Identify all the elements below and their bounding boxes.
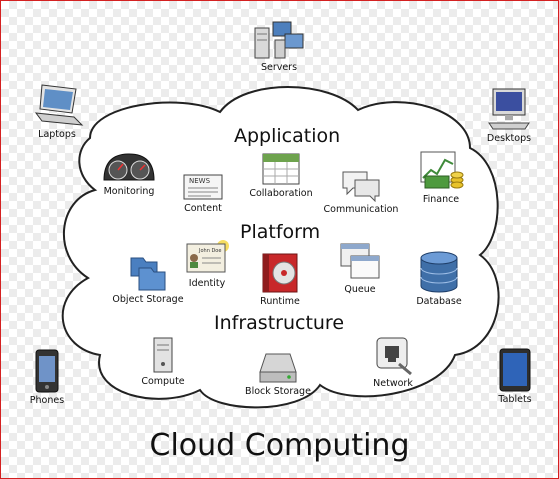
servers-label: Servers — [260, 62, 298, 73]
layer-title-platform: Platform — [240, 221, 321, 243]
chat-bubbles-icon — [342, 171, 380, 202]
layer-title-infrastructure: Infrastructure — [214, 312, 345, 334]
tablets-label: Tablets — [498, 394, 532, 405]
object-storage-node: Object Storage — [110, 252, 186, 305]
finance-label: Finance — [422, 194, 460, 205]
block-storage-node: Block Storage — [240, 350, 316, 397]
communication-label: Communication — [323, 204, 399, 215]
collaboration-label: Collaboration — [249, 188, 313, 199]
compute-node: Compute — [134, 336, 192, 387]
id-card-icon: John Doe — [186, 240, 229, 273]
identity-label: Identity — [188, 278, 226, 289]
monitoring-node: Monitoring — [96, 150, 162, 197]
database-label: Database — [416, 296, 462, 307]
newspaper-masthead: NEWS — [189, 177, 211, 185]
communication-node: Communication — [322, 168, 400, 215]
desktops-node: Desktops — [476, 87, 542, 144]
laptop-icon — [34, 84, 84, 126]
network-jack-icon — [376, 337, 412, 376]
runtime-disc-box-icon — [262, 253, 298, 293]
network-node: Network — [366, 336, 420, 389]
stacked-windows-icon — [340, 243, 380, 279]
servers-icon — [254, 21, 304, 59]
network-label: Network — [373, 378, 413, 389]
content-label: Content — [184, 203, 222, 214]
collaboration-node: Collaboration — [246, 150, 316, 199]
tablets-node: Tablets — [490, 348, 540, 405]
phone-icon — [35, 349, 59, 393]
laptops-node: Laptops — [22, 83, 92, 140]
desktop-icon — [488, 88, 530, 130]
folders-icon — [130, 257, 166, 291]
database-node: Database — [410, 250, 468, 307]
desktops-label: Desktops — [486, 133, 532, 144]
runtime-node: Runtime — [250, 250, 310, 307]
tablet-icon — [499, 348, 531, 392]
finance-chart-coins-icon — [420, 151, 464, 189]
block-storage-label: Block Storage — [245, 386, 311, 397]
content-node: NEWS Content — [176, 173, 230, 214]
server-tower-icon — [153, 337, 173, 373]
newspaper-icon: NEWS — [183, 174, 223, 200]
compute-label: Compute — [141, 376, 185, 387]
diagram-title: Cloud Computing — [149, 428, 410, 463]
hard-drive-icon — [259, 353, 297, 383]
layer-title-application: Application — [234, 125, 341, 147]
runtime-label: Runtime — [260, 296, 300, 307]
monitoring-label: Monitoring — [103, 186, 155, 197]
servers-node: Servers — [240, 20, 318, 73]
calendar-icon — [262, 153, 300, 185]
dashboard-gauge-icon — [103, 153, 155, 181]
queue-label: Queue — [344, 284, 376, 295]
object-storage-label: Object Storage — [112, 294, 184, 305]
phones-label: Phones — [29, 395, 65, 406]
finance-node: Finance — [412, 150, 470, 205]
queue-node: Queue — [330, 242, 390, 295]
identity-node: John Doe Identity — [180, 238, 234, 289]
phones-node: Phones — [22, 349, 72, 406]
laptops-label: Laptops — [38, 129, 76, 140]
database-cylinder-icon — [420, 251, 458, 293]
id-card-name: John Doe — [198, 248, 221, 254]
